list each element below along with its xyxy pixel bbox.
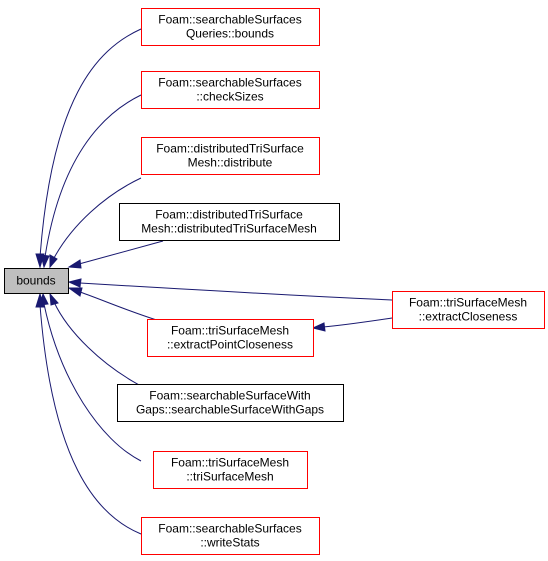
node-extractCloseness[interactable]: Foam::triSurfaceMesh::extractCloseness: [392, 291, 545, 329]
arrow-writestats-to-bounds: [35, 292, 45, 308]
node-box-distributedCtor: [119, 203, 340, 241]
edge-extract-closeness-to-bounds: [79, 282, 393, 301]
node-label-searchableWithGaps-line-2: Gaps::searchableSurfaceWithGaps: [136, 403, 324, 417]
node-searchableWithGaps[interactable]: Foam::searchableSurfaceWithGaps::searcha…: [117, 384, 344, 422]
edges-layer: [35, 28, 393, 535]
node-label-checkSizes-line-1: Foam::searchableSurfaces: [158, 76, 301, 90]
edge-extract-closeness-to-point-closeness: [322, 317, 393, 328]
node-box-writeStats: [141, 517, 320, 555]
node-box-distribute: [141, 137, 320, 175]
node-checkSizes[interactable]: Foam::searchableSurfaces::checkSizes: [141, 71, 320, 109]
node-label-writeStats-line-1: Foam::searchableSurfaces: [158, 522, 301, 536]
arrow-extract-closeness-to-bounds: [67, 278, 82, 288]
nodes-layer: boundsFoam::searchableSurfacesQueries::b…: [4, 8, 545, 555]
node-box-bounds: [4, 268, 69, 294]
node-box-queriesBounds: [141, 8, 320, 46]
node-label-triSurfaceMeshCtor-line-2: ::triSurfaceMesh: [186, 470, 273, 484]
edge-trisurfacemesh-ctor-to-bounds: [43, 303, 142, 462]
node-label-extractPointCloseness-line-2: ::extractPointCloseness: [167, 338, 293, 352]
node-label-queriesBounds-line-1: Foam::searchableSurfaces: [158, 13, 301, 27]
node-label-extractCloseness-line-1: Foam::triSurfaceMesh: [409, 296, 527, 310]
node-label-triSurfaceMeshCtor-line-1: Foam::triSurfaceMesh: [171, 456, 289, 470]
node-box-extractCloseness: [392, 291, 545, 329]
edge-writestats-to-bounds: [39, 304, 142, 535]
arrow-searchable-gaps-to-bounds: [49, 292, 59, 306]
node-label-extractCloseness-line-2: ::extractCloseness: [419, 310, 518, 324]
node-triSurfaceMeshCtor[interactable]: Foam::triSurfaceMesh::triSurfaceMesh: [153, 451, 308, 489]
node-label-extractPointCloseness-line-1: Foam::triSurfaceMesh: [171, 324, 289, 338]
edge-queries-bounds-to-bounds: [39, 28, 142, 258]
edge-checksizes-to-bounds: [44, 94, 142, 258]
node-label-bounds-line-1: bounds: [16, 274, 55, 288]
edge-searchable-gaps-to-bounds: [53, 301, 142, 387]
edge-point-closeness-to-bounds: [79, 291, 164, 323]
arrow-checksizes-to-bounds: [40, 254, 50, 269]
node-box-searchableWithGaps: [117, 384, 344, 422]
node-extractPointCloseness[interactable]: Foam::triSurfaceMesh::extractPointClosen…: [147, 319, 314, 357]
node-label-distribute-line-2: Mesh::distribute: [188, 156, 273, 170]
node-label-searchableWithGaps-line-1: Foam::searchableSurfaceWith: [149, 389, 310, 403]
node-label-distribute-line-1: Foam::distributedTriSurface: [156, 142, 304, 156]
node-distributedCtor[interactable]: Foam::distributedTriSurfaceMesh::distrib…: [119, 203, 340, 241]
arrow-point-closeness-to-bounds: [67, 287, 83, 297]
node-label-queriesBounds-line-2: Queries::bounds: [186, 27, 274, 41]
node-label-writeStats-line-2: ::writeStats: [200, 536, 259, 550]
node-box-triSurfaceMeshCtor: [153, 451, 308, 489]
node-box-checkSizes: [141, 71, 320, 109]
node-box-extractPointCloseness: [147, 319, 314, 357]
arrow-distributed-ctor-to-bounds: [67, 259, 82, 269]
node-bounds[interactable]: bounds: [4, 268, 69, 294]
edge-distribute-to-bounds: [53, 177, 142, 259]
arrow-extract-closeness-to-point-closeness: [311, 322, 326, 332]
node-label-distributedCtor-line-2: Mesh::distributedTriSurfaceMesh: [141, 222, 317, 236]
node-label-distributedCtor-line-1: Foam::distributedTriSurface: [155, 208, 303, 222]
edge-distributed-ctor-to-bounds: [78, 240, 164, 265]
node-distribute[interactable]: Foam::distributedTriSurfaceMesh::distrib…: [141, 137, 320, 175]
arrow-distribute-to-bounds: [49, 254, 58, 269]
node-writeStats[interactable]: Foam::searchableSurfaces::writeStats: [141, 517, 320, 555]
node-label-checkSizes-line-2: ::checkSizes: [196, 90, 263, 104]
